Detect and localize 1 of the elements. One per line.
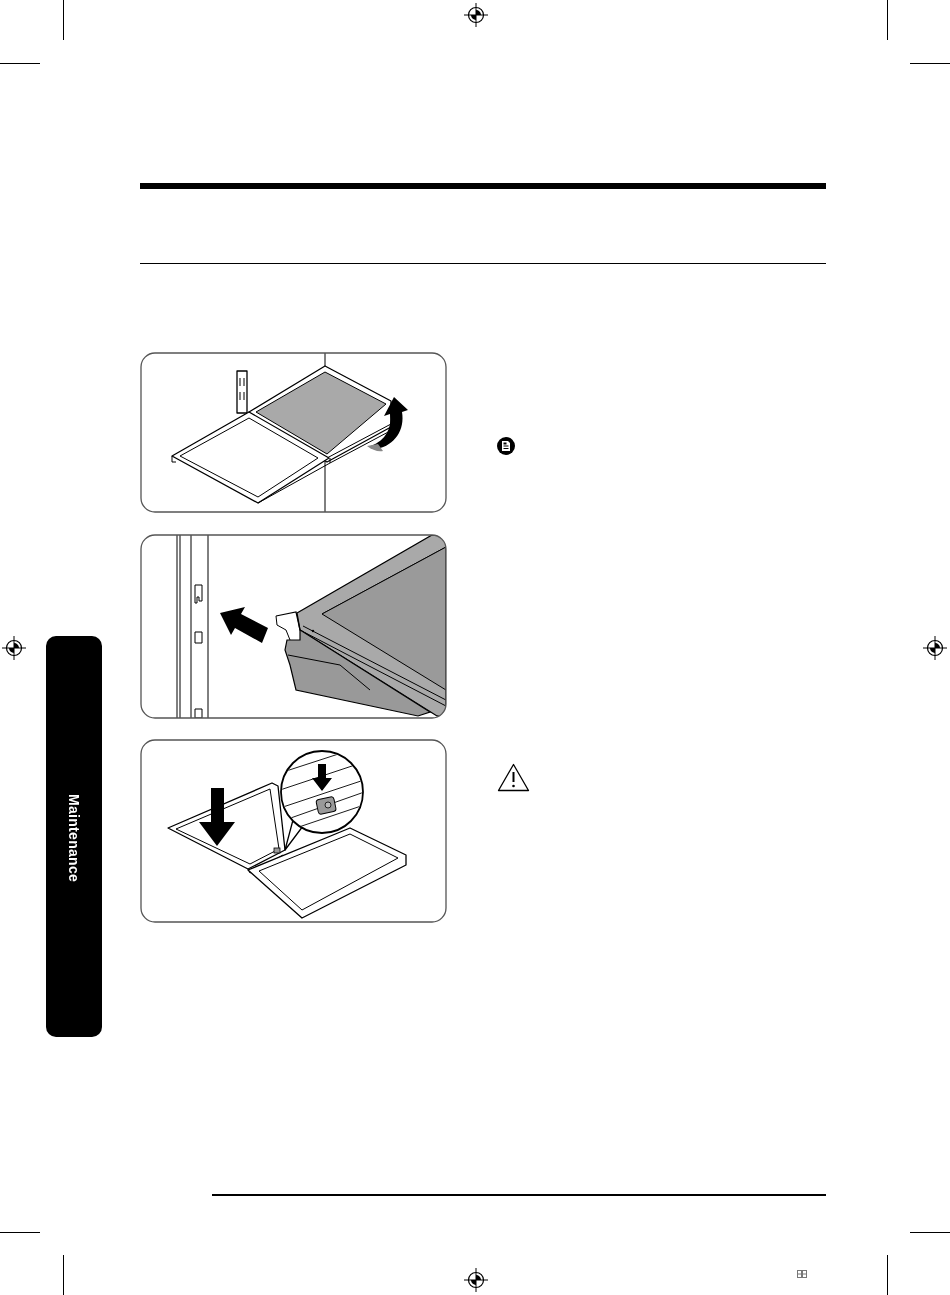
section-tab-label: Maintenance [66,794,82,883]
